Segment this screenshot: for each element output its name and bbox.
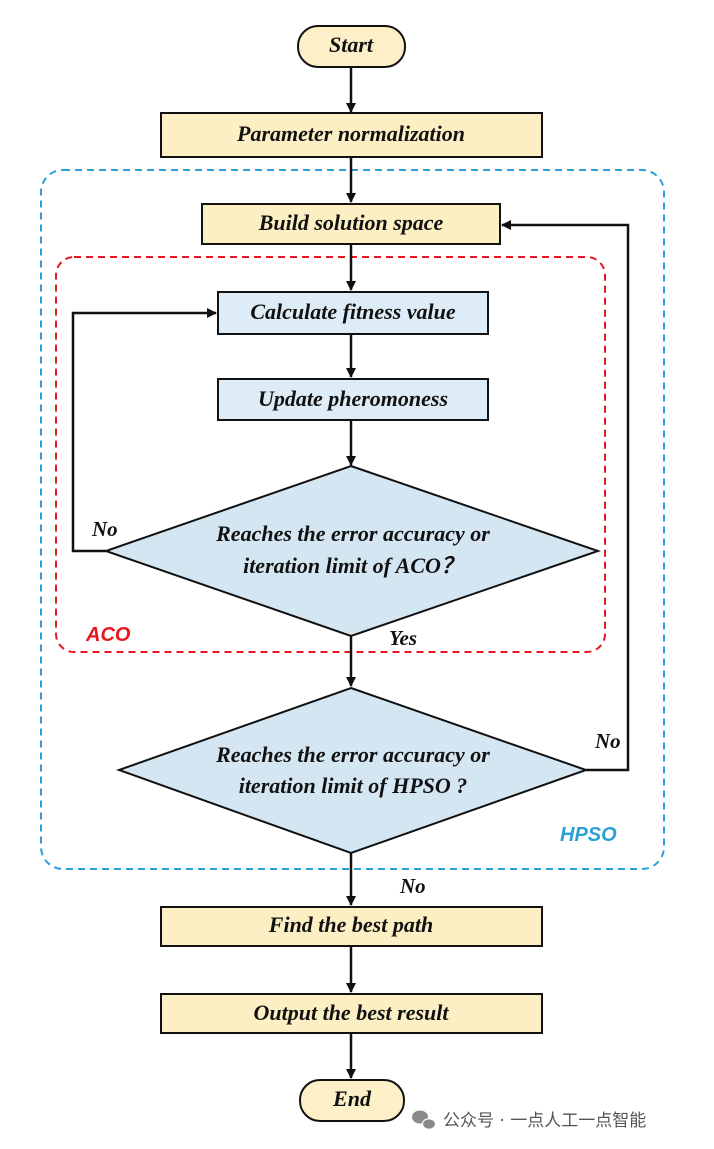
edge-aco-no-loop bbox=[71, 308, 217, 553]
aco-region-label: ACO bbox=[85, 624, 131, 646]
hpso-decision-line2: iteration limit of HPSO ? bbox=[239, 773, 468, 798]
hpso-region-label: HPSO bbox=[560, 824, 617, 846]
wechat-icon bbox=[412, 1110, 437, 1130]
end-label: End bbox=[332, 1086, 372, 1111]
hpso-no-down-label: No bbox=[399, 874, 426, 898]
aco-no-label: No bbox=[91, 517, 118, 541]
hpso-decision-diamond bbox=[116, 686, 590, 855]
calculate-fitness-label: Calculate fitness value bbox=[250, 299, 456, 324]
update-pheromones-box bbox=[217, 378, 489, 421]
output-best-result-box bbox=[160, 993, 543, 1034]
watermark-text: 公众号 · 一点人工一点智能 bbox=[443, 1111, 646, 1131]
edge-hpso-no-loop bbox=[501, 220, 630, 772]
find-best-path-label: Find the best path bbox=[268, 912, 433, 937]
param-normalization-box bbox=[160, 112, 543, 158]
hpso-region bbox=[40, 169, 665, 870]
calculate-fitness-box bbox=[217, 291, 489, 335]
aco-decision-line1: Reaches the error accuracy or bbox=[215, 521, 490, 546]
hpso-no-loop-label: No bbox=[594, 729, 621, 753]
find-best-path-box bbox=[160, 906, 543, 947]
build-solution-space-label: Build solution space bbox=[258, 210, 444, 235]
start-terminal bbox=[297, 25, 406, 68]
aco-decision-line2: iteration limit of ACO？ bbox=[243, 553, 463, 578]
param-normalization-label: Parameter normalization bbox=[236, 121, 465, 146]
aco-yes-label: Yes bbox=[389, 626, 417, 650]
build-solution-space-box bbox=[201, 203, 501, 245]
aco-decision-diamond bbox=[102, 464, 602, 638]
hpso-decision-line1: Reaches the error accuracy or bbox=[215, 742, 490, 767]
update-pheromones-label: Update pheromoness bbox=[258, 386, 448, 411]
output-best-result-label: Output the best result bbox=[254, 1000, 450, 1025]
aco-region bbox=[55, 256, 606, 653]
end-terminal bbox=[299, 1079, 405, 1122]
start-label: Start bbox=[329, 32, 374, 57]
